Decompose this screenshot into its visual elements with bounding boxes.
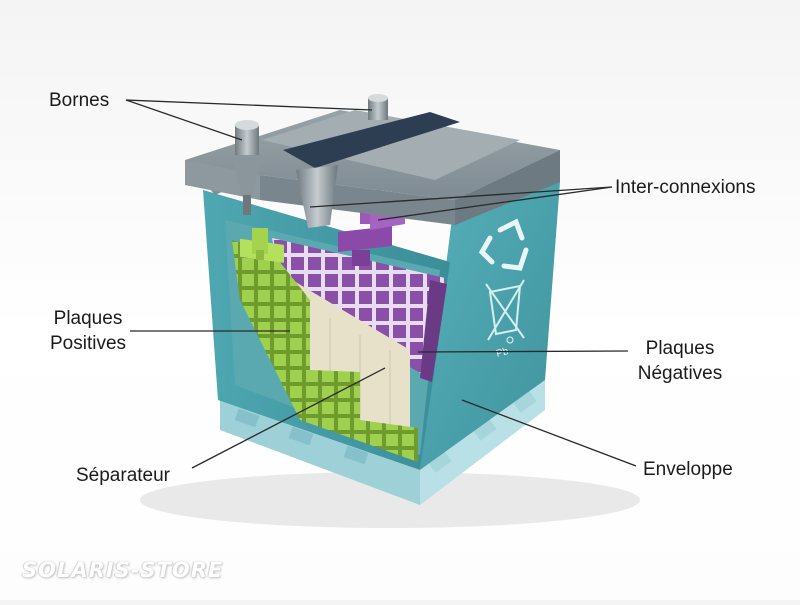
positive-plates xyxy=(232,240,418,462)
label-enveloppe: Enveloppe xyxy=(643,457,733,482)
terminal-back xyxy=(368,94,388,120)
leader-lines xyxy=(125,99,637,469)
crossed-bin-icon xyxy=(485,279,525,341)
lead-mark: Pb xyxy=(495,346,510,360)
label-plaques-negatives-line2: Négatives xyxy=(637,363,723,384)
label-interconnexions-text: Inter-connexions xyxy=(615,177,756,198)
label-enveloppe-text: Enveloppe xyxy=(643,459,733,480)
label-separateur: Séparateur xyxy=(76,463,170,488)
label-interconnexions: Inter-connexions xyxy=(615,175,755,200)
label-plaques-positives-line2: Positives xyxy=(49,333,127,354)
label-separateur-text: Séparateur xyxy=(76,465,171,486)
label-plaques-positives: Plaques Positives xyxy=(40,306,136,356)
label-bornes-text: Bornes xyxy=(49,90,110,111)
terminal-middle xyxy=(296,165,338,228)
label-plaques-negatives: Plaques Négatives xyxy=(628,336,732,386)
positive-connector xyxy=(240,228,284,263)
floor-shadow xyxy=(140,472,640,528)
terminal-front xyxy=(231,120,263,215)
label-plaques-positives-line1: Plaques xyxy=(53,308,123,329)
recycling-icon xyxy=(478,218,529,271)
label-bornes: Bornes xyxy=(49,88,109,113)
watermark-logo: SOLARIS-STORE xyxy=(22,558,224,582)
negative-plates xyxy=(272,238,445,378)
label-plaques-negatives-line1: Plaques xyxy=(645,338,715,359)
